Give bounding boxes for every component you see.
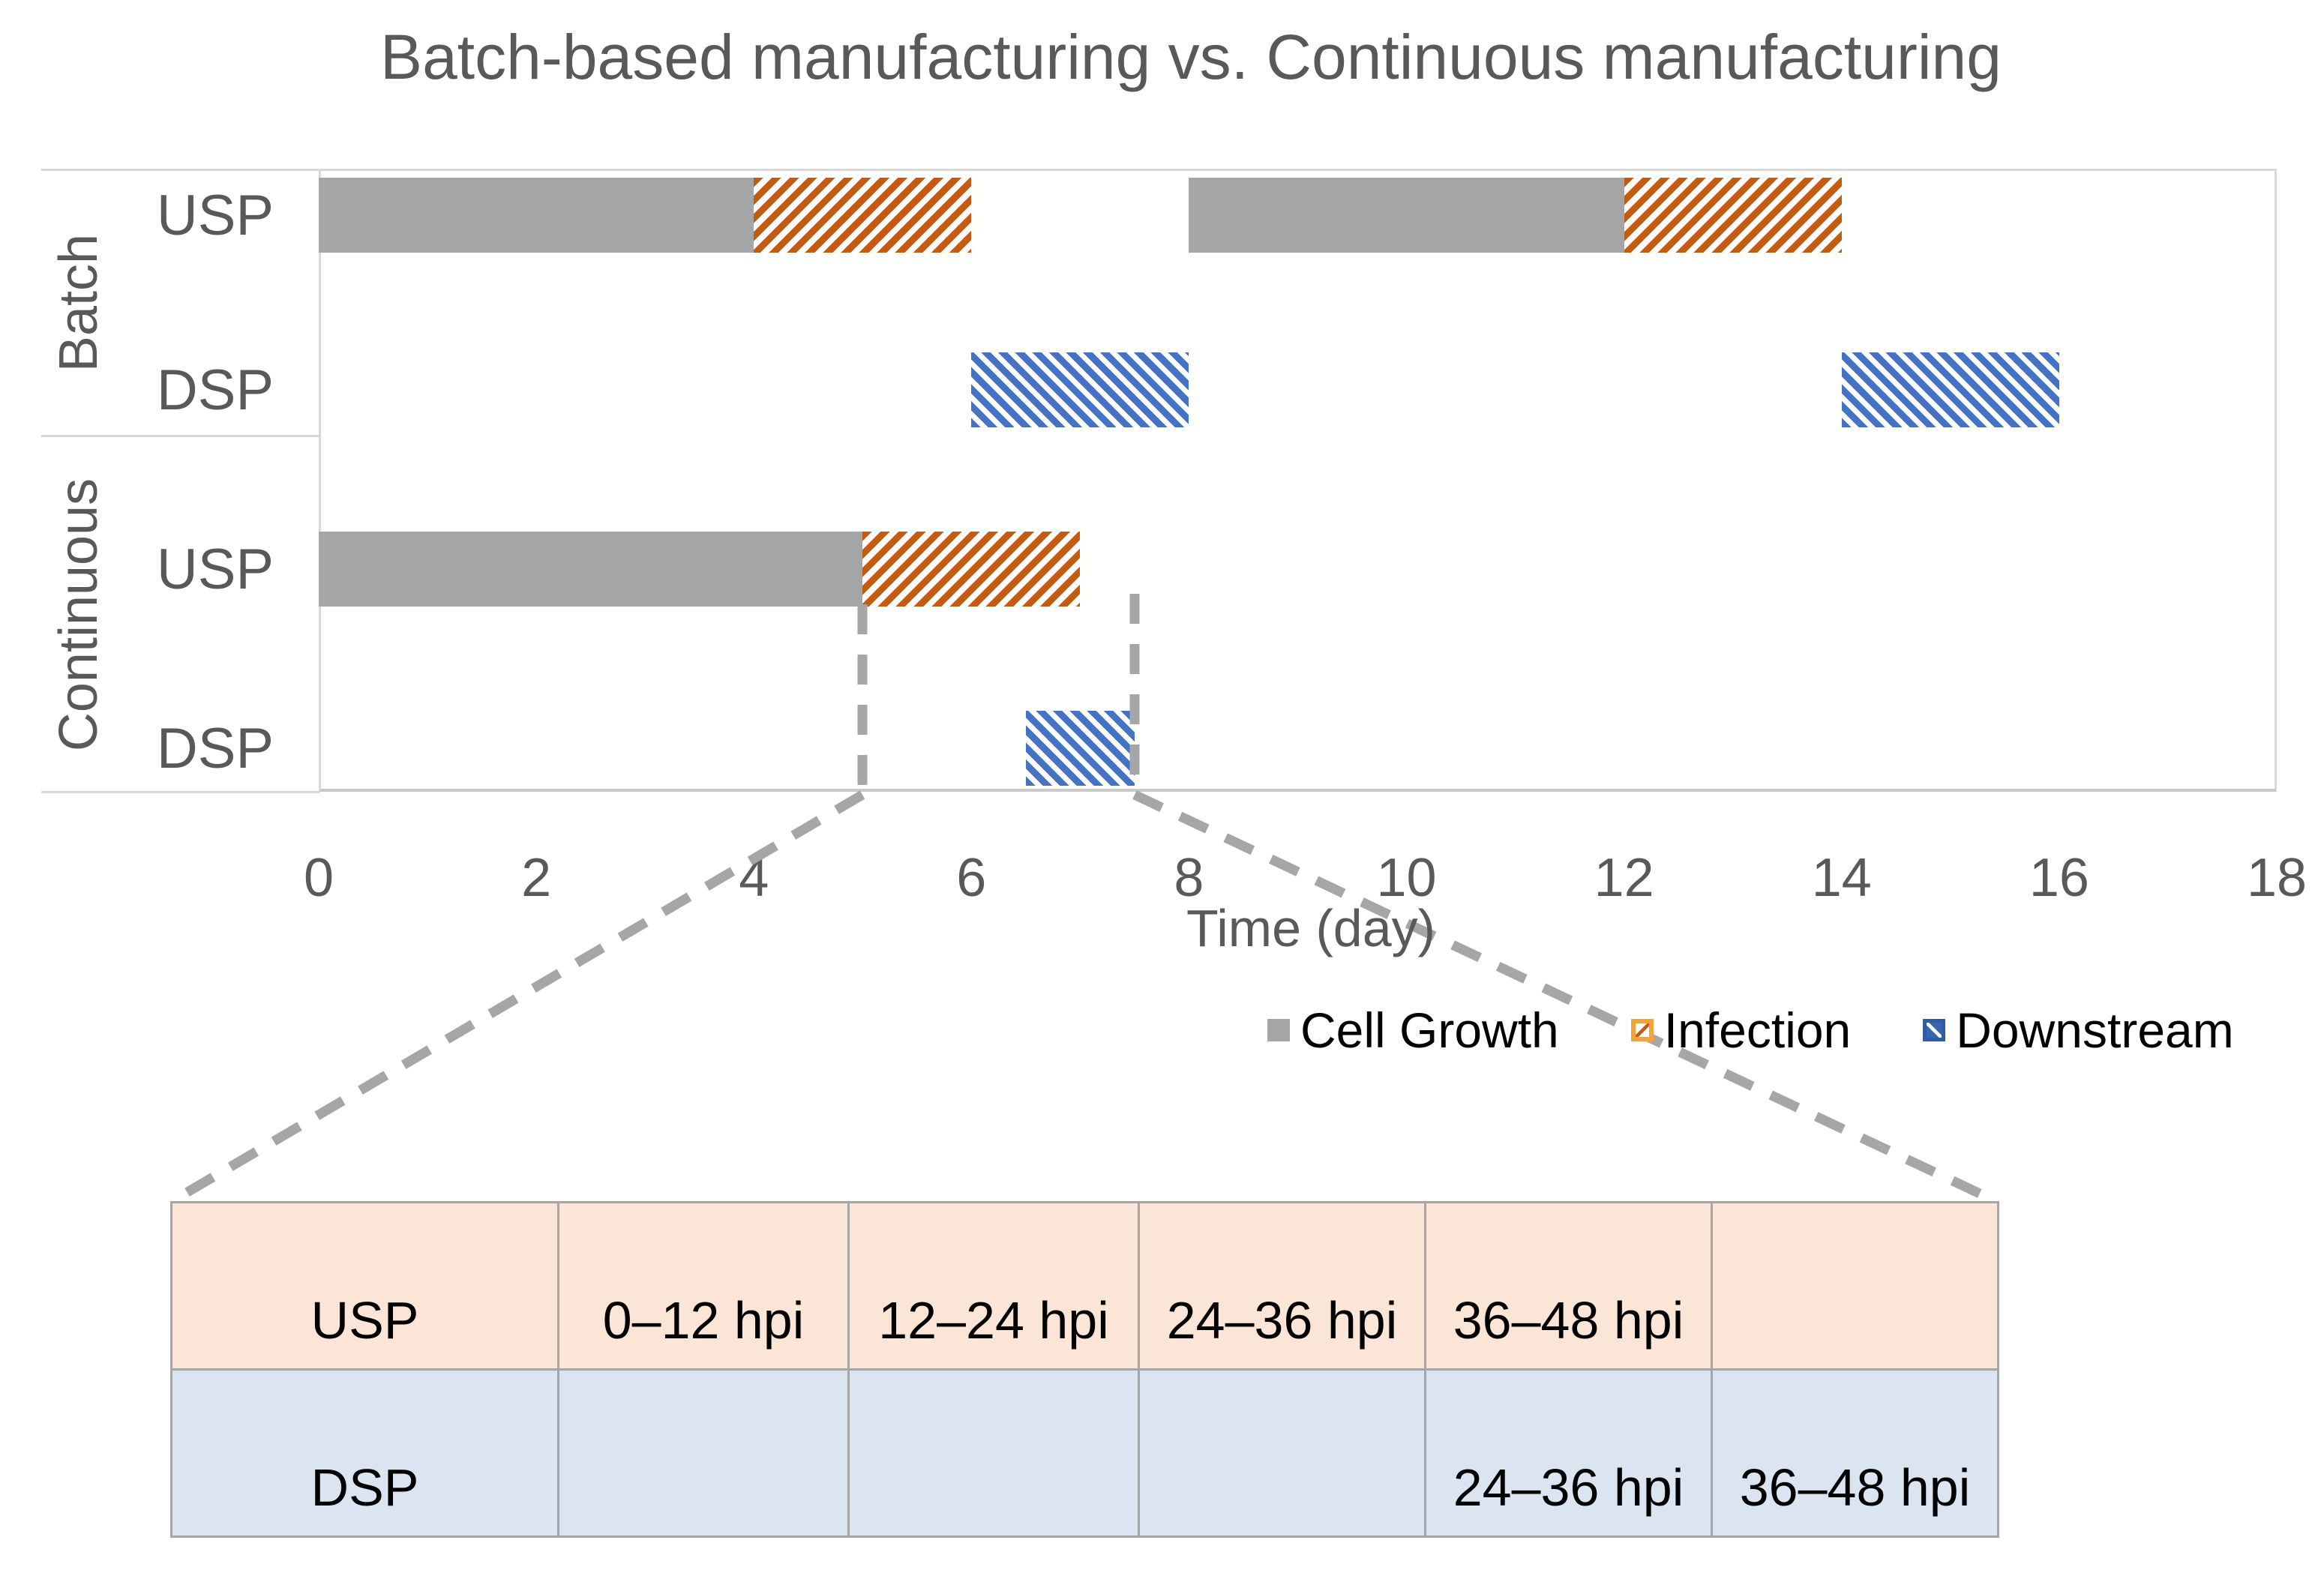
table-cell [1138,1368,1426,1538]
table-cell [847,1368,1140,1538]
bar-segment-cont-usp-cell-growth [319,532,863,607]
group-label-text: Batch [49,233,109,373]
x-tick-label: 18 [2246,848,2308,908]
table-cell: 36–48 hpi [1711,1368,1999,1538]
row-label-cont-dsp: DSP [156,716,274,781]
legend-label: Cell Growth [1300,1002,1559,1058]
x-tick-label: 16 [2029,848,2089,908]
table-row-label: DSP [170,1368,559,1538]
bar-segment-batch-usp-infection [1624,178,1842,253]
table-cell [1711,1201,1999,1371]
table-cell [557,1368,850,1538]
bar-segment-cont-usp-infection [862,532,1081,607]
row-label-batch-usp: USP [156,183,274,247]
legend-item-cell-growth: Cell Growth [1267,1002,1559,1059]
table-cell: 0–12 hpi [557,1201,850,1371]
group-label-text: Continuous [49,478,109,752]
table-cell: 36–48 hpi [1424,1201,1713,1371]
x-tick-label: 4 [739,848,769,908]
legend-item-downstream: Downstream [1923,1002,2234,1059]
x-tick-label: 12 [1594,848,1654,908]
legend: Cell Growth Infection Downstream [1267,1002,2234,1059]
bar-segment-batch-usp-cell-growth [1189,178,1624,253]
chart-title: Batch-based manufacturing vs. Continuous… [380,22,2002,92]
row-label-cont-usp: USP [156,537,274,601]
table-cell: 24–36 hpi [1424,1368,1713,1538]
bar-segment-batch-dsp-downstream [971,352,1189,427]
x-tick-label: 2 [521,848,552,908]
cell-growth-swatch-icon [1267,1019,1290,1041]
category-divider-middle [41,435,320,437]
table-row-label: USP [170,1201,559,1371]
bar-segment-batch-usp-infection [754,178,972,253]
x-tick-label: 6 [956,848,987,908]
x-axis-title: Time (day) [1186,899,1435,957]
legend-label: Infection [1663,1002,1852,1058]
bar-segment-cont-dsp-downstream [1025,711,1135,786]
bar-segment-batch-dsp-downstream [1841,352,2059,427]
table-cell: 24–36 hpi [1138,1201,1426,1371]
bar-segment-batch-usp-cell-growth [319,178,754,253]
category-divider-top [41,169,320,171]
downstream-swatch-icon [1923,1019,1946,1041]
x-tick-label: 0 [303,848,334,908]
table-cell: 12–24 hpi [847,1201,1140,1371]
row-label-batch-dsp: DSP [156,358,274,422]
category-divider-bottom [41,791,320,793]
infection-swatch-icon [1630,1019,1654,1041]
x-tick-label: 14 [1811,848,1872,908]
legend-label: Downstream [1956,1002,2234,1058]
legend-item-infection: Infection [1630,1002,1852,1059]
plot-area [319,169,2277,792]
